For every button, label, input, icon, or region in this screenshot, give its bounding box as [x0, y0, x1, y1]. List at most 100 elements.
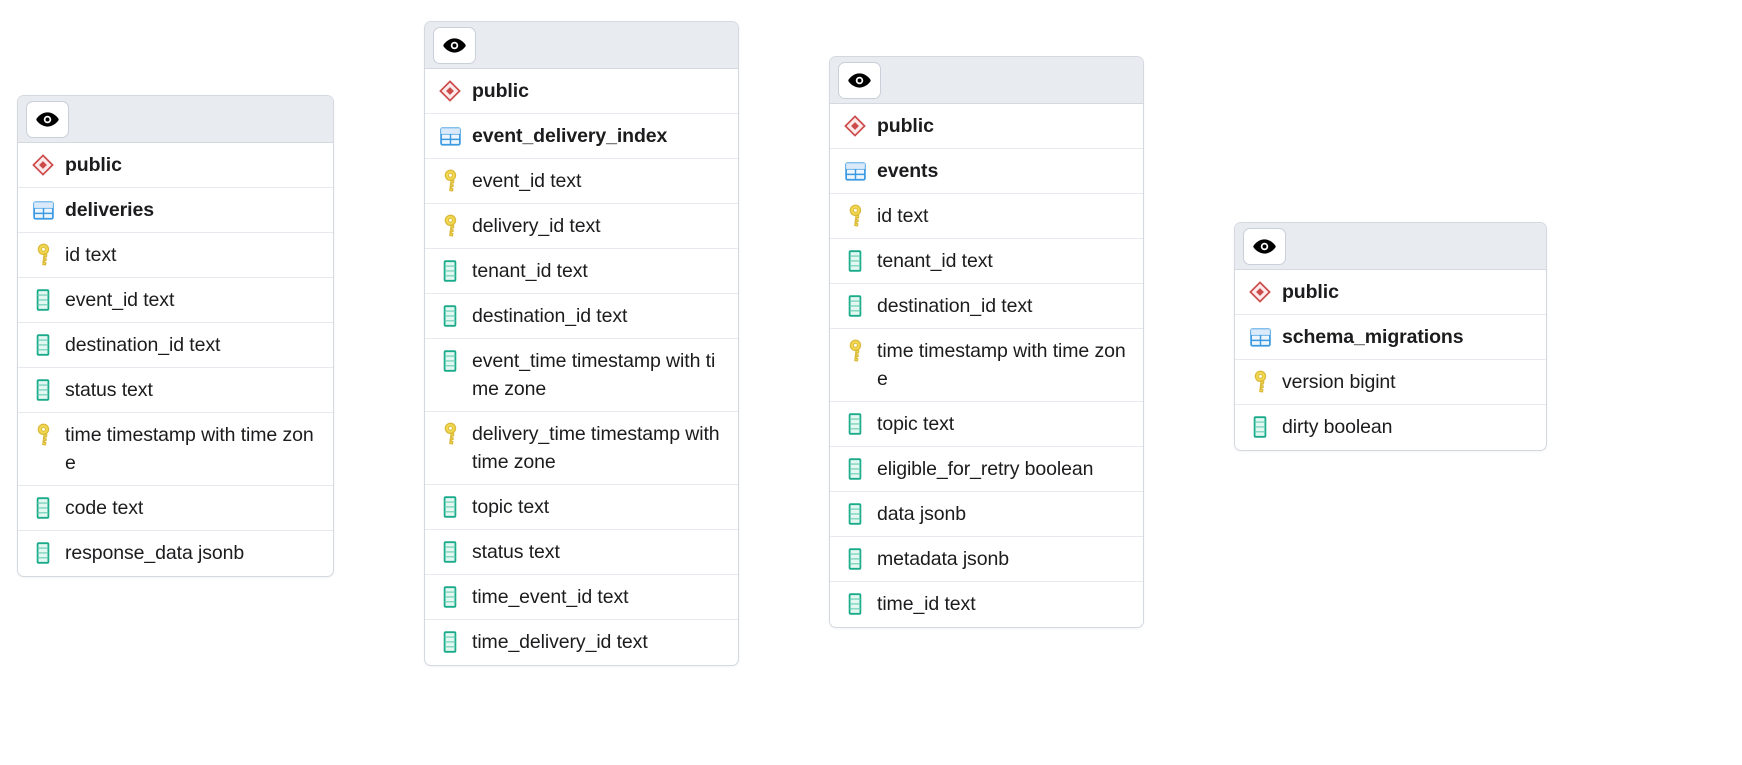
column-row[interactable]: time timestamp with time zone — [18, 413, 333, 486]
visibility-toggle-button[interactable] — [1243, 227, 1286, 265]
schema-row-label: public — [1282, 281, 1339, 303]
schema-row[interactable]: public — [1235, 270, 1546, 315]
column-row[interactable]: eligible_for_retry boolean — [830, 447, 1143, 492]
schema-diamond-icon — [842, 112, 868, 140]
column-row[interactable]: destination_id text — [425, 294, 738, 339]
schema-row-label: public — [65, 154, 122, 176]
column-icon — [437, 302, 463, 330]
column-row-label: event_time timestamp with time zone — [472, 350, 716, 400]
column-row-label: time timestamp with time zone — [65, 424, 314, 474]
column-row[interactable]: dirty boolean — [1235, 405, 1546, 450]
table-name-row-label: events — [877, 160, 939, 182]
column-row[interactable]: delivery_id text — [425, 204, 738, 249]
key-icon — [437, 167, 463, 195]
column-icon — [30, 539, 56, 567]
column-row[interactable]: tenant_id text — [425, 249, 738, 294]
column-row[interactable]: destination_id text — [830, 284, 1143, 329]
column-row[interactable]: event_time timestamp with time zone — [425, 339, 738, 412]
key-icon — [437, 212, 463, 240]
column-row-label: delivery_time timestamp with time zone — [472, 423, 720, 473]
column-row[interactable]: time_event_id text — [425, 575, 738, 620]
table-grid-icon — [842, 157, 868, 185]
column-icon — [30, 494, 56, 522]
table-card-header — [18, 96, 333, 143]
column-row[interactable]: id text — [830, 194, 1143, 239]
column-icon — [437, 538, 463, 566]
column-row-label: dirty boolean — [1282, 416, 1393, 438]
schema-row[interactable]: public — [830, 104, 1143, 149]
column-row[interactable]: status text — [425, 530, 738, 575]
column-row-label: event_id text — [472, 170, 582, 192]
column-row-label: time_event_id text — [472, 586, 629, 608]
column-row[interactable]: id text — [18, 233, 333, 278]
table-grid-icon — [1247, 323, 1273, 351]
column-row[interactable]: time_id text — [830, 582, 1143, 627]
schema-diamond-icon — [437, 77, 463, 105]
column-row[interactable]: delivery_time timestamp with time zone — [425, 412, 738, 485]
column-row-label: status text — [472, 541, 560, 563]
column-row-label: status text — [65, 379, 153, 401]
column-icon — [437, 347, 463, 375]
visibility-toggle-button[interactable] — [433, 26, 476, 64]
column-row[interactable]: topic text — [830, 402, 1143, 447]
column-row-label: id text — [65, 244, 117, 266]
schema-row-label: public — [472, 80, 529, 102]
table-name-row[interactable]: schema_migrations — [1235, 315, 1546, 360]
column-row-label: code text — [65, 497, 144, 519]
column-row-label: destination_id text — [472, 305, 628, 327]
visibility-toggle-button[interactable] — [838, 61, 881, 99]
column-row[interactable]: code text — [18, 486, 333, 531]
column-icon — [842, 410, 868, 438]
table-name-row-label: schema_migrations — [1282, 326, 1464, 348]
key-icon — [1247, 368, 1273, 396]
table-card-event_delivery_index[interactable]: public event_delivery_index event_id tex… — [424, 21, 739, 666]
column-row-label: delivery_id text — [472, 215, 601, 237]
column-icon — [842, 545, 868, 573]
column-icon — [842, 247, 868, 275]
table-card-header — [830, 57, 1143, 104]
column-icon — [437, 628, 463, 656]
table-name-row[interactable]: event_delivery_index — [425, 114, 738, 159]
column-row[interactable]: time timestamp with time zone — [830, 329, 1143, 402]
schema-row[interactable]: public — [18, 143, 333, 188]
column-icon — [437, 257, 463, 285]
column-row[interactable]: topic text — [425, 485, 738, 530]
table-card-events[interactable]: public events id text tenant_id text des… — [829, 56, 1144, 628]
column-row[interactable]: time_delivery_id text — [425, 620, 738, 665]
column-row-label: data jsonb — [877, 503, 966, 525]
column-row[interactable]: data jsonb — [830, 492, 1143, 537]
column-row-label: time_id text — [877, 593, 976, 615]
column-row-label: version bigint — [1282, 371, 1396, 393]
column-row-label: tenant_id text — [877, 250, 993, 272]
column-row-label: id text — [877, 205, 929, 227]
column-row-label: destination_id text — [65, 334, 221, 356]
column-row[interactable]: destination_id text — [18, 323, 333, 368]
table-name-row[interactable]: events — [830, 149, 1143, 194]
column-icon — [842, 292, 868, 320]
table-card-deliveries[interactable]: public deliveries id text event_id text … — [17, 95, 334, 577]
column-row[interactable]: response_data jsonb — [18, 531, 333, 576]
column-row-label: topic text — [472, 496, 550, 518]
column-row[interactable]: metadata jsonb — [830, 537, 1143, 582]
column-icon — [30, 331, 56, 359]
column-row[interactable]: event_id text — [18, 278, 333, 323]
table-grid-icon — [437, 122, 463, 150]
key-icon — [30, 421, 56, 449]
column-icon — [437, 583, 463, 611]
eye-icon — [848, 72, 871, 88]
table-card-schema_migrations[interactable]: public schema_migrations version bigint … — [1234, 222, 1547, 451]
column-icon — [437, 493, 463, 521]
table-name-row[interactable]: deliveries — [18, 188, 333, 233]
column-row-label: eligible_for_retry boolean — [877, 458, 1094, 480]
column-row[interactable]: version bigint — [1235, 360, 1546, 405]
column-row[interactable]: status text — [18, 368, 333, 413]
eye-icon — [36, 111, 59, 127]
column-row[interactable]: event_id text — [425, 159, 738, 204]
column-icon — [842, 455, 868, 483]
table-name-row-label: deliveries — [65, 199, 154, 221]
visibility-toggle-button[interactable] — [26, 100, 69, 138]
table-card-header — [425, 22, 738, 69]
schema-row[interactable]: public — [425, 69, 738, 114]
column-row[interactable]: tenant_id text — [830, 239, 1143, 284]
